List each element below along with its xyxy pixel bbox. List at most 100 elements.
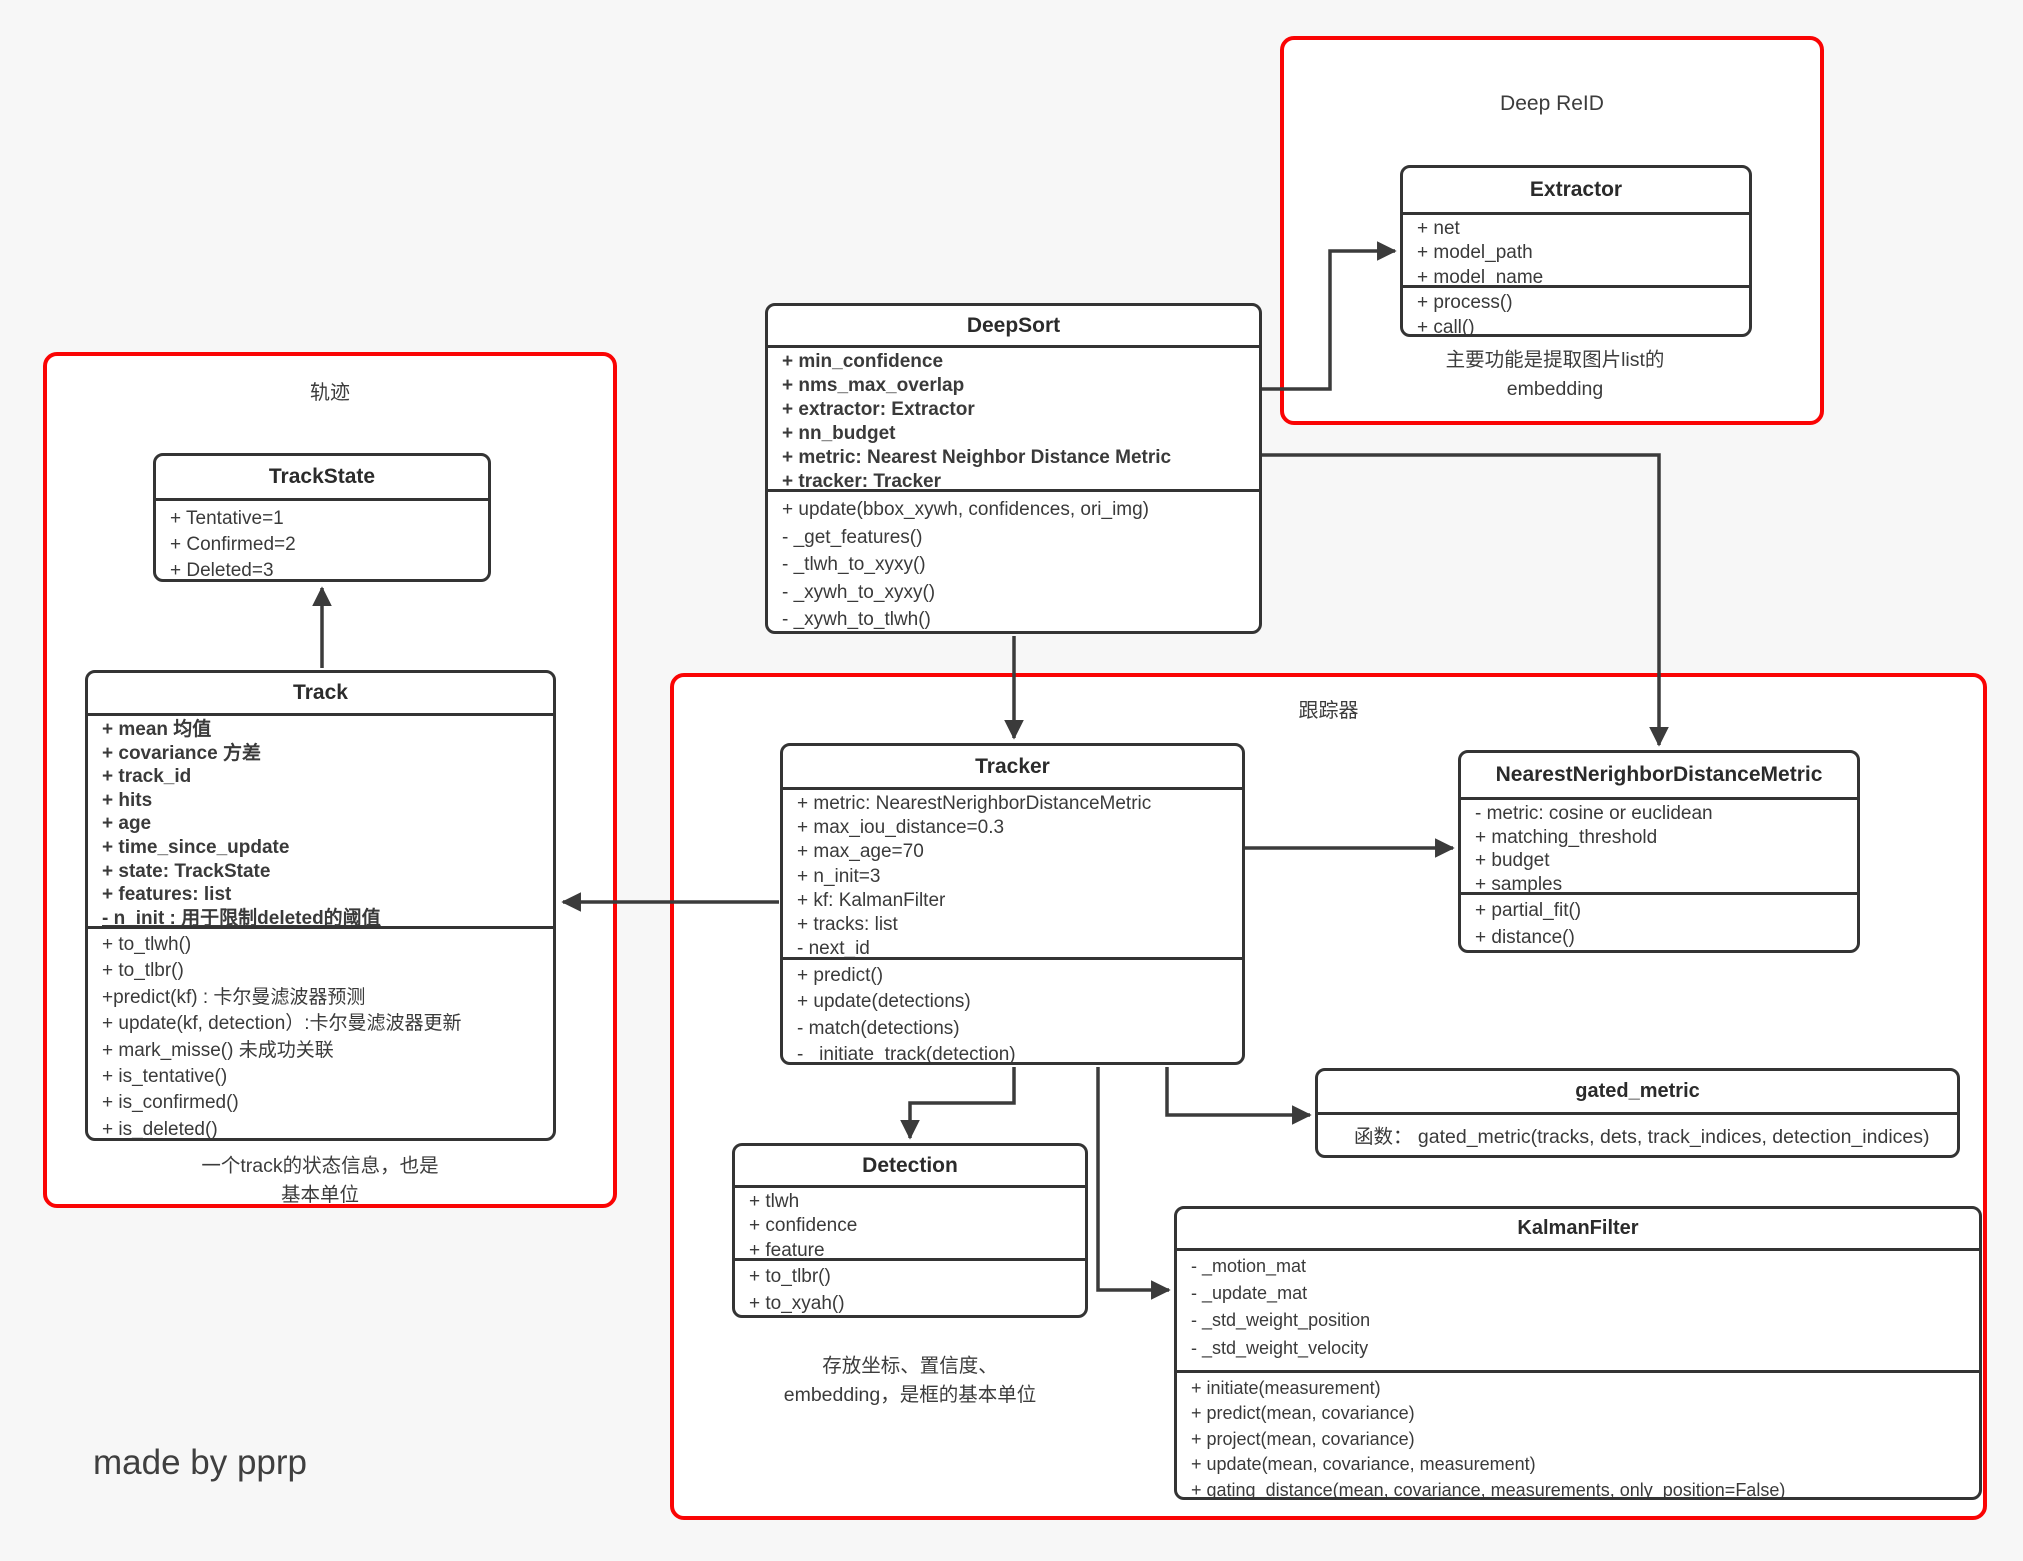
method-row: + initiate(measurement) <box>1191 1378 1381 1398</box>
method-row: + update(detections) <box>797 991 971 1013</box>
extractor-caption: 主要功能是提取图片list的 embedding <box>1330 346 1780 404</box>
attribute-row: + kf: KalmanFilter <box>797 889 946 911</box>
attribute-row: + time_since_update <box>102 836 290 858</box>
body-row: 函数： gated_metric(tracks, dets, track_ind… <box>1354 1126 1930 1148</box>
attribute-row: - _std_weight_position <box>1191 1310 1371 1331</box>
detection-caption-line1: 存放坐标、置信度、 <box>822 1355 998 1377</box>
attribute-row: + feature <box>749 1239 825 1261</box>
class-box-extractor: Extractor + net + model_path + model_nam… <box>1400 165 1752 337</box>
class-title: Extractor <box>1529 178 1623 201</box>
attribute-row: + tlwh <box>749 1191 800 1212</box>
class-title: gated_metric <box>1575 1080 1700 1102</box>
class-title: Track <box>293 681 348 704</box>
methods-section: + partial_fit() + distance() <box>1461 892 1857 950</box>
class-box-tracker: Tracker + metric: NearestNerighborDistan… <box>780 743 1245 1065</box>
body-section: 函数： gated_metric(tracks, dets, track_ind… <box>1318 1112 1957 1155</box>
method-row: + to_tlbr() <box>102 960 184 982</box>
class-title: Detection <box>862 1153 958 1177</box>
methods-section: + initiate(measurement) + predict(mean, … <box>1177 1370 1979 1500</box>
attribute-row: - next_id <box>797 938 870 960</box>
class-box-deepsort: DeepSort + min_confidence + nms_max_over… <box>765 303 1262 634</box>
group-trajectory-label: 轨迹 <box>310 382 350 404</box>
track-caption-line1: 一个track的状态信息，也是 <box>201 1155 439 1177</box>
attribute-row: + Deleted=3 <box>170 560 274 581</box>
track-caption-line2: 基本单位 <box>280 1184 359 1206</box>
methods-section: + update(bbox_xywh, confidences, ori_img… <box>768 489 1259 631</box>
method-row: + is_deleted() <box>102 1118 218 1140</box>
attribute-row: + confidence <box>749 1215 858 1237</box>
method-row: + is_tentative() <box>102 1066 228 1088</box>
attribute-row: + metric: Nearest Neighbor Distance Metr… <box>782 447 1172 468</box>
attribute-row: + max_age=70 <box>797 841 924 863</box>
method-row: + to_xyah() <box>749 1292 845 1314</box>
attribute-row: + model_path <box>1417 242 1533 264</box>
attributes-section: + net + model_path + model_name <box>1403 212 1749 288</box>
attributes-section: - _motion_mat - _update_mat - _std_weigh… <box>1177 1248 1979 1370</box>
method-row: + call() <box>1417 317 1475 337</box>
detection-caption-line2: embedding，是框的基本单位 <box>783 1384 1037 1406</box>
attribute-row: + n_init=3 <box>797 865 881 887</box>
attribute-row: + net <box>1417 218 1460 239</box>
attribute-row: + max_iou_distance=0.3 <box>797 817 1005 839</box>
method-row: + to_tlwh() <box>102 934 192 955</box>
method-row: - match(detections) <box>797 1017 960 1039</box>
attribute-row: + Tentative=1 <box>170 508 284 529</box>
class-box-kalmanfilter: KalmanFilter - _motion_mat - _update_mat… <box>1174 1206 1982 1500</box>
extractor-caption-line2: embedding <box>1506 378 1604 400</box>
detection-caption: 存放坐标、置信度、 embedding，是框的基本单位 <box>685 1352 1135 1410</box>
class-title: DeepSort <box>966 313 1061 337</box>
method-row: + update(mean, covariance, measurement) <box>1191 1454 1536 1475</box>
attribute-row: + metric: NearestNerighborDistanceMetric <box>797 793 1152 814</box>
method-row: + predict() <box>797 965 884 986</box>
track-caption: 一个track的状态信息，也是 基本单位 <box>95 1152 545 1210</box>
method-row: + to_tlbr() <box>749 1266 831 1287</box>
attribute-row: + state: TrackState <box>102 860 271 882</box>
class-box-trackstate: TrackState + Tentative=1 + Confirmed=2 +… <box>153 453 491 582</box>
attribute-row: + matching_threshold <box>1475 826 1658 848</box>
method-row: + distance() <box>1475 926 1575 948</box>
methods-section: + to_tlwh() + to_tlbr() +predict(kf) : 卡… <box>88 926 553 1140</box>
method-row: + predict(mean, covariance) <box>1191 1403 1415 1424</box>
extractor-caption-line1: 主要功能是提取图片list的 <box>1445 349 1665 371</box>
method-row: + gating_distance(mean, covariance, meas… <box>1191 1479 1786 1500</box>
method-row: +predict(kf) : 卡尔曼滤波器预测 <box>102 986 366 1008</box>
attribute-row: + features: list <box>102 884 232 906</box>
attribute-row: + covariance 方差 <box>102 742 261 764</box>
attribute-row: + tracks: list <box>797 914 898 936</box>
attribute-row: + age <box>102 813 152 835</box>
method-row: - _get_features() <box>782 526 923 548</box>
made-by-text: made by pprp <box>93 1443 308 1482</box>
class-box-nearest-neighbor-distance-metric: NearestNerighborDistanceMetric - metric:… <box>1458 750 1860 953</box>
attribute-row: + min_confidence <box>782 351 944 372</box>
class-title: TrackState <box>268 465 376 488</box>
attribute-row: + samples <box>1475 874 1563 896</box>
attribute-row: + track_id <box>102 766 192 788</box>
attributes-section: - metric: cosine or euclidean + matching… <box>1461 797 1857 895</box>
attributes-section: + Tentative=1 + Confirmed=2 + Deleted=3 <box>156 498 488 581</box>
attribute-row: - metric: cosine or euclidean <box>1475 803 1713 824</box>
class-title: Tracker <box>975 754 1050 778</box>
attributes-section: + min_confidence + nms_max_overlap + ext… <box>768 345 1259 492</box>
method-row: + update(kf, detection）:卡尔曼滤波器更新 <box>102 1013 462 1035</box>
attribute-row: + tracker: Tracker <box>782 471 941 492</box>
method-row: + is_confirmed() <box>102 1092 239 1114</box>
methods-section: + process() + call() <box>1403 285 1749 337</box>
attribute-row: + Confirmed=2 <box>170 534 296 555</box>
class-box-detection: Detection + tlwh + confidence + feature … <box>732 1143 1088 1318</box>
method-row: + partial_fit() <box>1475 900 1582 921</box>
attribute-row: + budget <box>1475 850 1550 872</box>
method-row: - _initiate_track(detection) <box>797 1043 1016 1065</box>
class-title: NearestNerighborDistanceMetric <box>1495 763 1823 786</box>
attribute-row: - n_init : 用于限制deleted的阈值 <box>102 907 381 929</box>
method-row: - _xywh_to_tlwh() <box>782 609 931 630</box>
class-box-track: Track + mean 均值 + covariance 方差 + track_… <box>85 670 556 1141</box>
methods-section: + predict() + update(detections) - match… <box>783 957 1242 1065</box>
attribute-row: + nn_budget <box>782 423 896 444</box>
method-row: + process() <box>1417 292 1513 313</box>
attribute-row: - _update_mat <box>1191 1283 1308 1304</box>
method-row: + update(bbox_xywh, confidences, ori_img… <box>782 499 1150 520</box>
class-box-gated-metric: gated_metric 函数： gated_metric(tracks, de… <box>1315 1068 1960 1158</box>
method-row: - _tlwh_to_xyxy() <box>782 554 926 575</box>
attribute-row: - _std_weight_velocity <box>1191 1337 1369 1358</box>
